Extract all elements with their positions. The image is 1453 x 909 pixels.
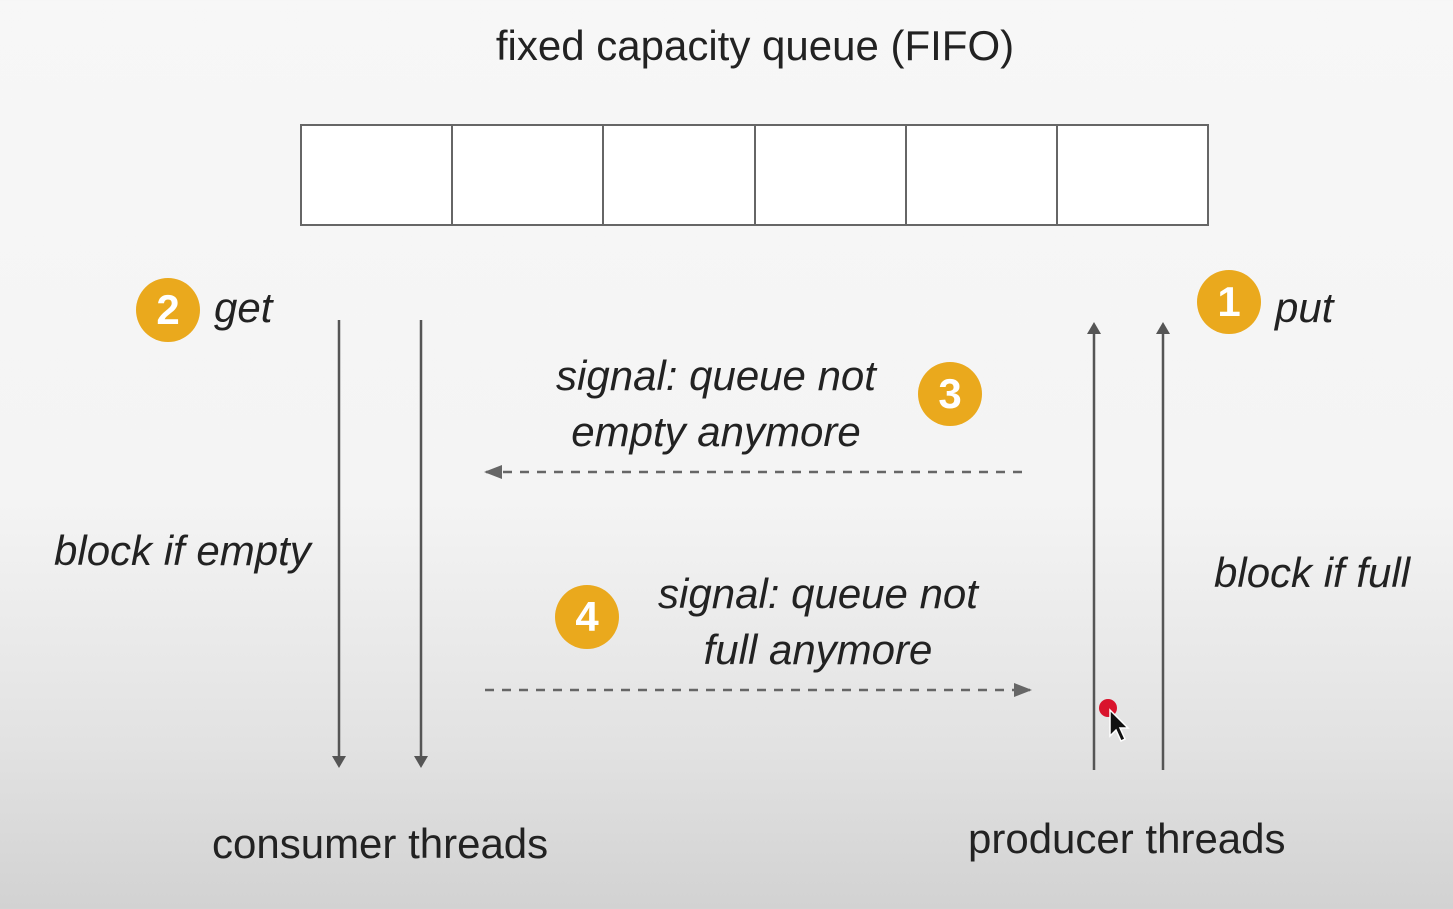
- producer-threads-label: producer threads: [968, 815, 1286, 862]
- step-1-badge: 1: [1197, 270, 1261, 334]
- diagram-title: fixed capacity queue (FIFO): [495, 22, 1015, 69]
- step-4-badge: 4: [555, 585, 619, 649]
- signal-not-full-line2: full anymore: [703, 626, 933, 673]
- signal-not-empty-line2: empty anymore: [571, 408, 861, 455]
- put-label: put: [1275, 284, 1334, 331]
- queue-slot: [1057, 126, 1208, 224]
- signal-not-full-text: signal: queue not full anymore: [656, 566, 980, 678]
- consumer-threads-label: consumer threads: [212, 820, 549, 867]
- signal-not-empty-text: signal: queue not empty anymore: [556, 348, 876, 460]
- step-3-badge: 3: [918, 362, 982, 426]
- mouse-pointer-icon: [1099, 699, 1130, 743]
- signal-not-empty-line1: signal: queue not: [556, 352, 876, 399]
- get-label: get: [214, 284, 273, 331]
- queue-slot: [302, 126, 454, 224]
- queue-slot: [453, 126, 605, 224]
- queue-slot: [906, 126, 1058, 224]
- block-if-empty-label: block if empty: [54, 527, 311, 574]
- step-2-badge: 2: [136, 278, 200, 342]
- block-if-full-label: block if full: [1214, 549, 1411, 596]
- signal-not-full-line1: signal: queue not: [658, 570, 978, 617]
- queue-buffer: [300, 124, 1209, 226]
- queue-slot: [755, 126, 907, 224]
- queue-slot: [604, 126, 756, 224]
